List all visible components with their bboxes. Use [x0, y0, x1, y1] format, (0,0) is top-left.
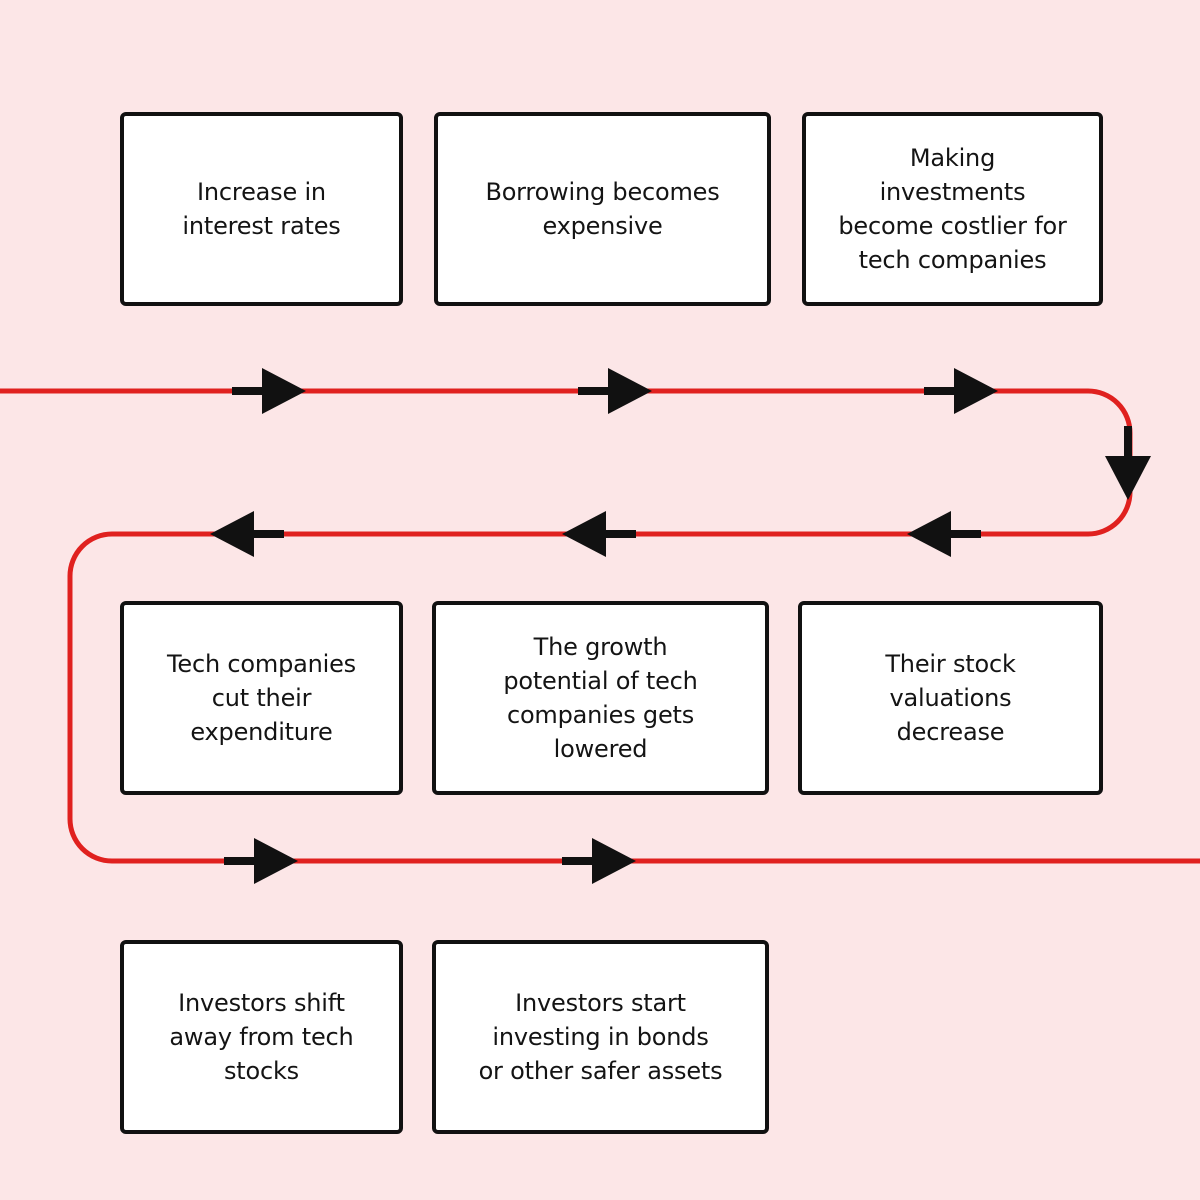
arrow-right-icon	[924, 368, 998, 414]
arrow-right-icon	[578, 368, 652, 414]
arrow-left-icon	[210, 511, 284, 557]
arrow-right-icon	[232, 368, 306, 414]
arrow-left-icon	[562, 511, 636, 557]
arrow-layer	[210, 368, 1151, 884]
arrow-right-icon	[224, 838, 298, 884]
arrow-down-icon	[1105, 426, 1151, 500]
arrow-left-icon	[907, 511, 981, 557]
arrow-right-icon	[562, 838, 636, 884]
